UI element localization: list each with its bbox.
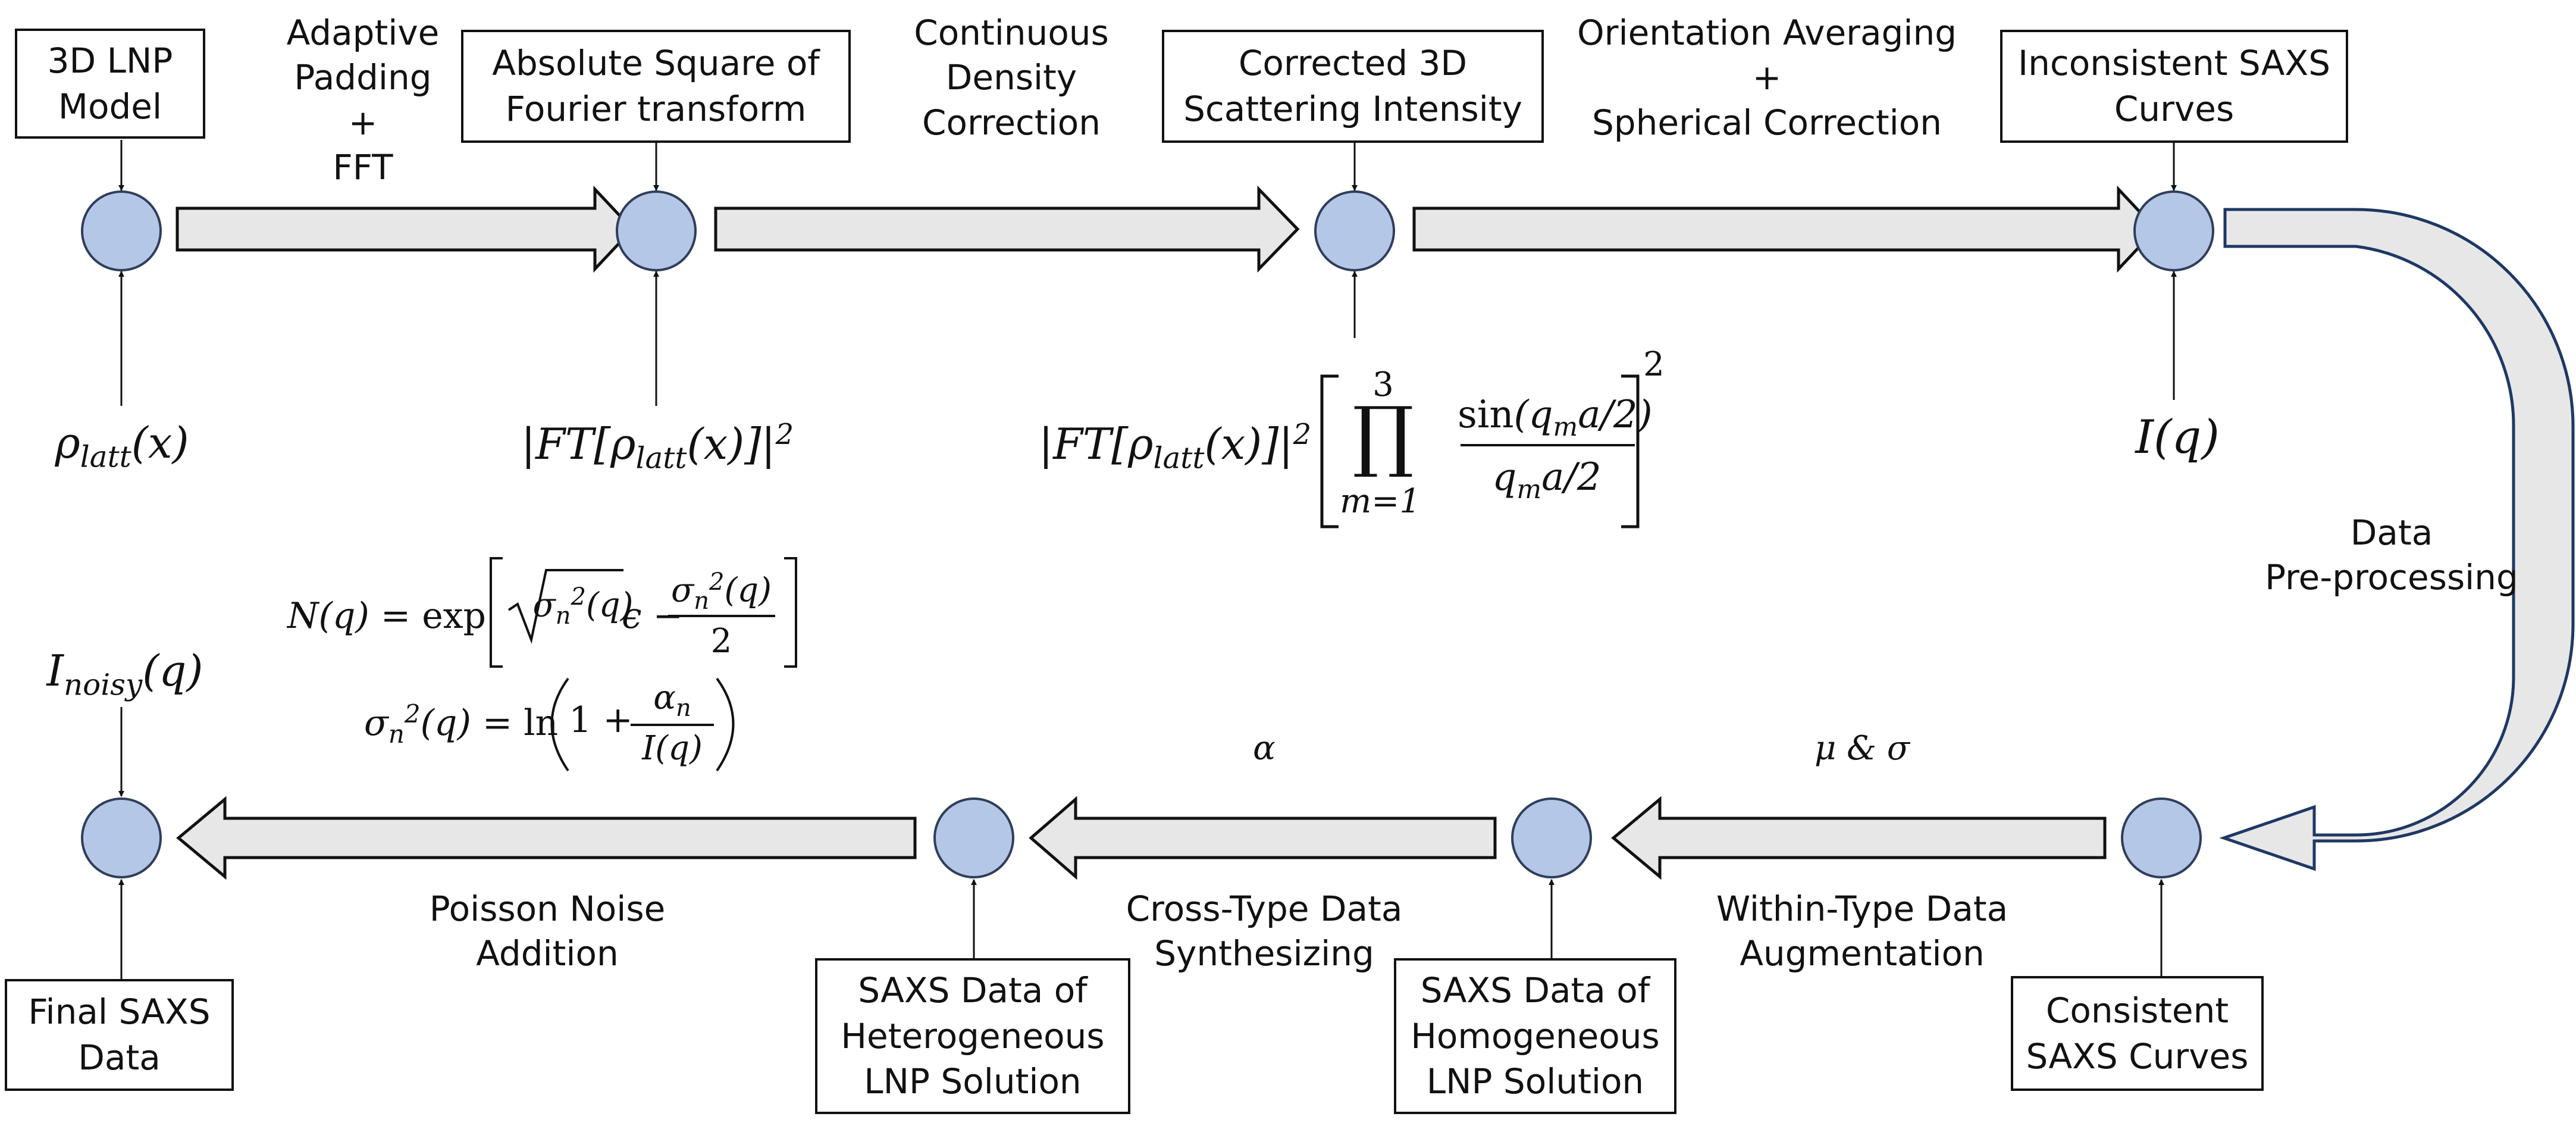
formula-variance-lhs: σn2(q) = ln bbox=[363, 699, 559, 749]
step-preprocessing-line2: Pre-processing bbox=[2265, 557, 2518, 598]
param-synthesizing: α bbox=[1253, 729, 1276, 768]
box-homogeneous-line3: LNP Solution bbox=[1426, 1061, 1644, 1102]
step-density-line3: Correction bbox=[922, 102, 1101, 143]
node-corrected-3d bbox=[1314, 190, 1395, 271]
node-abs-square bbox=[616, 190, 697, 271]
box-consistent-line1: Consistent bbox=[2045, 990, 2229, 1031]
block-arrow-density-correction bbox=[714, 185, 1300, 273]
product-upper: 3 bbox=[1372, 365, 1394, 404]
box-consistent-line2: SAXS Curves bbox=[2026, 1036, 2249, 1077]
step-padding-fft-line4: FFT bbox=[333, 147, 393, 188]
step-augmentation-line2: Augmentation bbox=[1740, 933, 1985, 974]
step-synthesizing-line1: Cross-Type Data bbox=[1126, 889, 1403, 929]
step-padding-fft-line1: Adaptive bbox=[286, 12, 440, 53]
corrected-exponent: 2 bbox=[1643, 345, 1665, 384]
box-consistent: Consistent SAXS Curves bbox=[2011, 976, 2264, 1091]
box-inconsistent-line2: Curves bbox=[2114, 89, 2235, 129]
node-lnp-model bbox=[81, 190, 162, 271]
step-noise: Poisson Noise Addition bbox=[357, 887, 738, 977]
box-final-line1: Final SAXS bbox=[28, 991, 211, 1033]
step-padding-fft-line2: Padding bbox=[294, 57, 432, 98]
box-inconsistent-line1: Inconsistent SAXS bbox=[2017, 43, 2331, 84]
paren-left bbox=[550, 677, 569, 772]
formula-noise-den: 2 bbox=[710, 622, 732, 661]
node-homogeneous bbox=[1511, 797, 1592, 878]
node-consistent bbox=[2121, 797, 2202, 878]
box-lnp-model: 3D LNP Model bbox=[15, 29, 205, 139]
box-lnp-model-line2: Model bbox=[58, 86, 162, 127]
box-heterogeneous-line2: Heterogeneous bbox=[841, 1015, 1105, 1056]
box-homogeneous: SAXS Data of Homogeneous LNP Solution bbox=[1394, 958, 1676, 1114]
bracket-left bbox=[1320, 374, 1339, 528]
box-final: Final SAXS Data bbox=[5, 979, 234, 1091]
box-abs-square: Absolute Square of Fourier transform bbox=[461, 30, 851, 143]
box-lnp-model-line1: 3D LNP bbox=[47, 40, 173, 81]
param-augmentation: μ & σ bbox=[1814, 729, 1910, 768]
step-density-line1: Continuous bbox=[914, 12, 1109, 53]
node-heterogeneous bbox=[933, 797, 1014, 878]
step-augmentation: Within-Type Data Augmentation bbox=[1666, 887, 2058, 977]
box-homogeneous-line1: SAXS Data of bbox=[1420, 970, 1650, 1011]
box-heterogeneous: SAXS Data of Heterogeneous LNP Solution bbox=[815, 958, 1130, 1114]
product-symbol: ∏ bbox=[1352, 390, 1414, 480]
box-corrected-3d: Corrected 3D Scattering Intensity bbox=[1162, 30, 1544, 143]
step-preprocessing: Data Pre-processing bbox=[2243, 511, 2540, 600]
step-padding-fft: Adaptive Padding + FFT bbox=[244, 11, 482, 190]
step-padding-fft-line3: + bbox=[348, 102, 378, 143]
step-noise-line1: Poisson Noise bbox=[429, 889, 666, 929]
box-abs-square-line1: Absolute Square of bbox=[492, 43, 820, 84]
formula-noisy: Inoisy(q) bbox=[46, 646, 203, 702]
box-inconsistent: Inconsistent SAXS Curves bbox=[2000, 30, 2348, 143]
formula-noise-num: σn2(q) bbox=[671, 568, 772, 615]
box-homogeneous-line2: Homogeneous bbox=[1411, 1015, 1660, 1056]
formula-ft-square: |FT[ρlatt(x)]|2 bbox=[521, 418, 794, 476]
step-orientation-line1: Orientation Averaging bbox=[1577, 12, 1957, 53]
step-orientation-line3: Spherical Correction bbox=[1591, 102, 1942, 143]
box-final-line2: Data bbox=[78, 1037, 161, 1078]
step-preprocessing-line1: Data bbox=[2350, 512, 2433, 553]
block-arrow-synthesizing bbox=[1029, 796, 1497, 880]
node-inconsistent bbox=[2133, 190, 2214, 271]
formula-intensity: I(q) bbox=[2135, 411, 2220, 464]
step-density-correction: Continuous Density Correction bbox=[869, 11, 1154, 145]
step-augmentation-line1: Within-Type Data bbox=[1716, 889, 2008, 929]
step-synthesizing: Cross-Type Data Synthesizing bbox=[1080, 887, 1449, 977]
formula-corrected-prefix: |FT[ρlatt(x)]|2 bbox=[1038, 418, 1312, 476]
noise-bracket-right bbox=[784, 557, 797, 668]
product-lower: m=1 bbox=[1340, 482, 1421, 521]
step-synthesizing-line2: Synthesizing bbox=[1154, 933, 1374, 974]
block-arrow-augmentation bbox=[1611, 796, 2107, 880]
block-arrow-noise bbox=[176, 796, 917, 880]
formula-variance-num: αn bbox=[653, 678, 691, 722]
step-orientation-line2: + bbox=[1752, 57, 1782, 98]
sqrt-sign bbox=[507, 569, 623, 645]
noise-bracket-left bbox=[490, 557, 503, 668]
node-final bbox=[81, 797, 162, 878]
step-orientation: Orientation Averaging + Spherical Correc… bbox=[1535, 11, 1999, 145]
box-abs-square-line2: Fourier transform bbox=[505, 89, 807, 129]
formula-rho: ρlatt(x) bbox=[55, 418, 189, 474]
box-heterogeneous-line3: LNP Solution bbox=[864, 1061, 1082, 1102]
box-heterogeneous-line1: SAXS Data of bbox=[858, 970, 1088, 1011]
return-arrow-shape bbox=[2219, 208, 2575, 871]
box-corrected-3d-line2: Scattering Intensity bbox=[1183, 89, 1522, 129]
formula-noise-sqrt-arg: σn2(q) bbox=[532, 583, 634, 630]
formula-variance-one: 1 + bbox=[569, 699, 633, 741]
step-noise-line2: Addition bbox=[476, 933, 619, 974]
paren-right bbox=[716, 677, 735, 772]
block-arrow-padding-fft bbox=[176, 185, 635, 273]
box-corrected-3d-line1: Corrected 3D bbox=[1238, 43, 1468, 84]
block-arrow-orientation bbox=[1412, 185, 2158, 273]
fraction-numerator: sin(qma/2) bbox=[1458, 393, 1653, 442]
formula-noise-eps: ϵ − bbox=[622, 595, 683, 637]
bracket-right bbox=[1621, 374, 1640, 528]
formula-noise-lhs: N(q) = exp bbox=[287, 595, 486, 637]
formula-variance-den: I(q) bbox=[642, 729, 703, 768]
fraction-denominator: qma/2 bbox=[1492, 455, 1602, 505]
step-density-line2: Density bbox=[945, 57, 1077, 98]
